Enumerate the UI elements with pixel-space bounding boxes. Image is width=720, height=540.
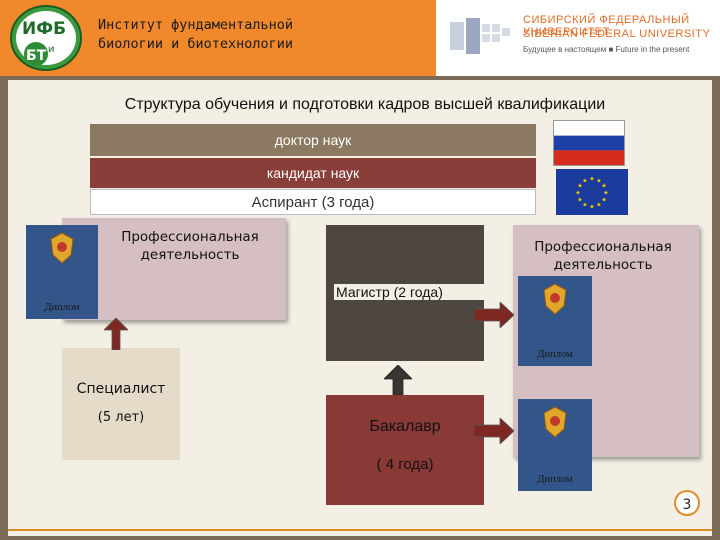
specialist-duration: (5 лет)	[97, 410, 145, 425]
diploma-label: Диплом	[537, 349, 573, 360]
eu-star-icon: ★	[575, 190, 580, 197]
footer-rule	[8, 529, 712, 531]
bachelor-box	[326, 395, 484, 505]
eu-star-icon: ★	[589, 204, 594, 211]
coat-of-arms-icon	[50, 232, 74, 264]
eu-star-icon: ★	[589, 176, 594, 183]
bachelor-duration: ( 4 года)	[376, 456, 434, 473]
eu-star-icon: ★	[596, 177, 601, 184]
professional-activity-left-label: Профессиональная деятельность	[121, 229, 259, 263]
candidate-of-science-bar: кандидат наук	[90, 158, 536, 188]
institute-logo: ИФБ и БТ	[10, 5, 82, 71]
bachelor-label: Бакалавр	[369, 418, 441, 435]
arrow-up-icon	[104, 318, 128, 350]
arrow-right-icon	[474, 418, 514, 444]
logo-text-bottom: БТ	[26, 48, 47, 64]
eu-star-icon: ★	[601, 197, 606, 204]
institute-title-line1: Институт фундаментальной	[98, 17, 294, 33]
eu-star-icon: ★	[596, 202, 601, 209]
specialist-label: Специалист	[76, 381, 166, 397]
sfu-logo-icon	[450, 18, 510, 54]
eu-star-icon: ★	[577, 197, 582, 204]
eu-star-icon: ★	[601, 183, 606, 190]
eu-star-icon: ★	[577, 183, 582, 190]
coat-of-arms-icon	[543, 283, 567, 315]
diploma-label: Диплом	[44, 302, 80, 313]
specialist-box	[62, 348, 180, 460]
page-number: 3	[674, 490, 700, 516]
logo-text-mid: и	[48, 44, 55, 55]
eu-star-icon: ★	[582, 202, 587, 209]
university-name-en: SIBERIAN FEDERAL UNIVERSITY	[523, 28, 711, 40]
eu-star-icon: ★	[603, 190, 608, 197]
doctor-of-science-bar: доктор наук	[90, 124, 536, 156]
logo-text-top: ИФБ	[22, 19, 66, 39]
institute-title-line2: биологии и биотехнологии	[98, 36, 294, 52]
master-label: Магистр (2 года)	[334, 284, 488, 300]
diploma-card: Диплом	[518, 276, 592, 366]
coat-of-arms-icon	[543, 406, 567, 438]
eu-star-icon: ★	[582, 177, 587, 184]
russia-flag-icon	[553, 120, 625, 166]
university-name-ru: СИБИРСКИЙ ФЕДЕРАЛЬНЫЙ УНИВЕРСИТЕТ	[523, 14, 690, 38]
professional-activity-left-panel	[62, 218, 286, 320]
postgraduate-bar: Аспирант (3 года)	[90, 189, 536, 215]
university-slogan: Будущее в настоящем ■ Future in the pres…	[523, 45, 690, 54]
arrow-up-icon	[384, 365, 412, 395]
diploma-card: Диплом	[26, 225, 98, 319]
diploma-card: Диплом	[518, 399, 592, 491]
arrow-right-icon	[474, 302, 514, 328]
institute-title: Институт фундаментальной биологии и биот…	[98, 16, 428, 54]
diploma-label: Диплом	[537, 474, 573, 485]
eu-flag-icon: ★★★★★★★★★★★★	[556, 169, 628, 215]
professional-activity-right-label: Профессиональная деятельность	[534, 239, 672, 273]
slide-title: Структура обучения и подготовки кадров в…	[124, 96, 606, 113]
